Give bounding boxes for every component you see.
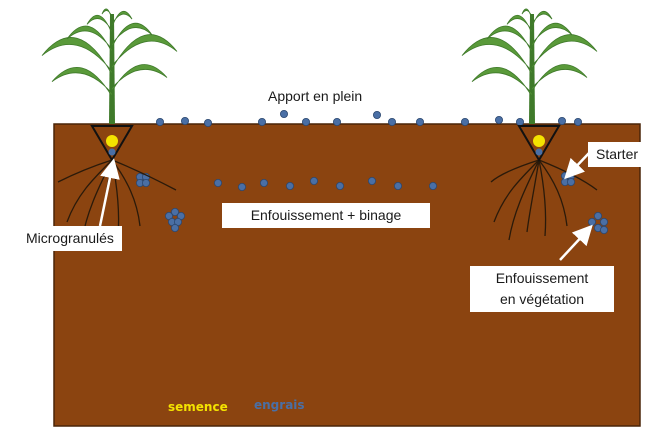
fertilizer-granule-icon xyxy=(460,118,469,127)
fertilizer-granule-icon xyxy=(335,181,344,190)
arrow-microgranules xyxy=(98,158,120,227)
fertilizer-granule-icon xyxy=(393,181,402,190)
seed-furrow-left xyxy=(90,125,134,162)
maize-plant-icon xyxy=(461,8,598,124)
surface-fertilizer-granules xyxy=(155,110,583,128)
fertilizer-granule-icon xyxy=(170,223,179,232)
plant-leaf xyxy=(41,37,113,77)
plant-leaf xyxy=(486,25,533,53)
enfouissement-binage-label: Enfouissement + binage xyxy=(222,203,430,228)
fertilizer-granule-icon xyxy=(259,178,268,187)
fertilizer-granule-icon xyxy=(257,118,266,127)
fertilizer-granule-icon xyxy=(516,118,525,127)
fertilizer-granule-icon xyxy=(367,176,376,185)
fertilizer-granule-icon xyxy=(155,118,164,127)
fertilizer-granule-icon xyxy=(387,118,396,127)
root-line xyxy=(490,159,540,183)
fertilizer-granule-icon xyxy=(600,217,609,226)
fertilizer-granule-icon xyxy=(141,178,150,187)
plant-leaf xyxy=(531,34,598,71)
fertilizer-granule-icon xyxy=(279,110,288,119)
root-line xyxy=(538,159,547,237)
fertilizer-granule-icon xyxy=(558,117,567,126)
fertilizer-granule-icon xyxy=(180,117,189,126)
maize-plant-icon xyxy=(41,8,178,124)
seed-icon xyxy=(533,135,545,147)
seed-icon xyxy=(106,135,118,147)
plant-leaf xyxy=(111,10,133,28)
fertilizer-granule-icon xyxy=(428,181,437,190)
fertilizer-granule-icon xyxy=(594,211,603,220)
fertilizer-granule-icon xyxy=(108,148,116,156)
enfouissement-vegetation-line1: Enfouissement xyxy=(495,270,589,286)
fertilizer-granule-icon xyxy=(535,148,543,156)
arrow-enfouissement-vegetation xyxy=(559,224,593,261)
fertilizer-granule-icon xyxy=(494,116,503,125)
plant-leaf xyxy=(506,14,533,34)
plant-leaf xyxy=(101,8,113,20)
fertilizer-granule-icon xyxy=(170,207,179,216)
plant-leaf xyxy=(531,10,553,28)
fertilizer-granule-icon xyxy=(309,176,318,185)
plant-leaf xyxy=(111,64,168,93)
root-line xyxy=(493,159,540,223)
plant-leaf xyxy=(471,66,533,98)
legend-engrais: engrais xyxy=(254,398,305,412)
plant-leaf xyxy=(51,66,113,98)
plant-leaf xyxy=(521,8,533,20)
plant-leaf xyxy=(531,64,588,93)
starter-label: Starter xyxy=(588,142,647,167)
apport-en-plein-label: Apport en plein xyxy=(268,88,363,104)
root-line xyxy=(526,159,540,233)
plant-leaf xyxy=(111,22,153,48)
fertilizer-granule-icon xyxy=(301,118,310,127)
fertilizer-granule-icon xyxy=(372,111,381,120)
plant-leaf xyxy=(86,14,113,34)
plant-leaf xyxy=(461,37,533,77)
microgranules-label: Microgranulés xyxy=(18,226,122,251)
enfouissement-vegetation-line2: en végétation xyxy=(499,290,585,307)
root-line xyxy=(538,159,568,227)
fertilizer-granule-icon xyxy=(588,217,597,226)
fertilizer-granule-icon xyxy=(332,118,341,127)
enfouissement-vegetation-label: Enfouissement en végétation xyxy=(470,266,614,312)
plant-leaf xyxy=(531,22,573,48)
fertilizer-granule-icon xyxy=(285,181,294,190)
fertilizer-granule-icon xyxy=(415,118,424,127)
plant-leaf xyxy=(66,25,113,53)
legend-semence: semence xyxy=(168,400,228,414)
plant-leaf xyxy=(111,34,178,71)
seed-furrow-right xyxy=(517,125,561,162)
fertilizer-granule-icon xyxy=(213,178,222,187)
root-line xyxy=(508,159,540,241)
fertilizer-granule-icon xyxy=(574,118,583,127)
fertilizer-granule-icon xyxy=(567,177,576,186)
fertilizer-granule-icon xyxy=(600,225,609,234)
fertilizer-granule-icon xyxy=(237,182,246,191)
buried-fertilizer-granules xyxy=(213,176,437,191)
arrow-starter xyxy=(564,151,591,180)
fertilizer-granule-icon xyxy=(203,119,212,128)
